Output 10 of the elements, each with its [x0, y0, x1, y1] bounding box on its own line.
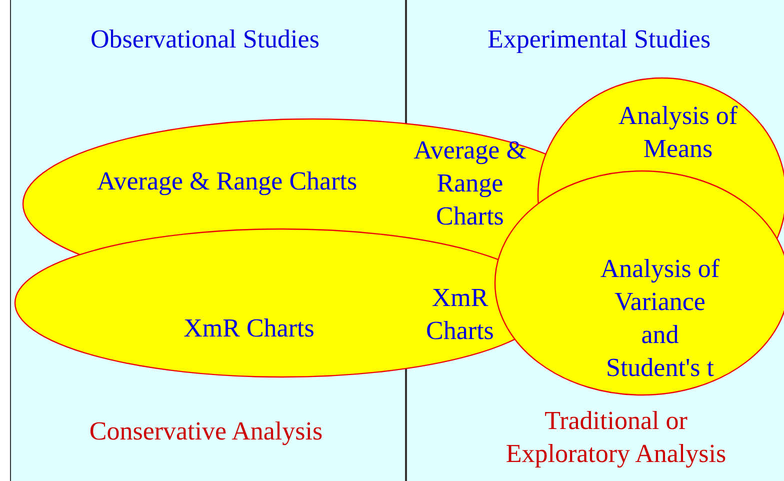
panel-heading: Experimental Studies	[486, 24, 712, 56]
panel-caption: Traditional or Exploratory Analysis	[504, 405, 728, 470]
ellipse-label: XmR Charts	[182, 312, 316, 344]
circle-label: Analysis of Means	[617, 100, 739, 165]
ellipse-label: XmR Charts	[425, 282, 495, 347]
ellipse-label: Average & Range Charts	[412, 134, 528, 232]
panel-caption: Conservative Analysis	[88, 416, 324, 448]
panel-heading: Observational Studies	[90, 24, 320, 56]
circle-label: Analysis of Variance and Student's t	[599, 253, 721, 384]
ellipse-label: Average & Range Charts	[96, 166, 358, 198]
